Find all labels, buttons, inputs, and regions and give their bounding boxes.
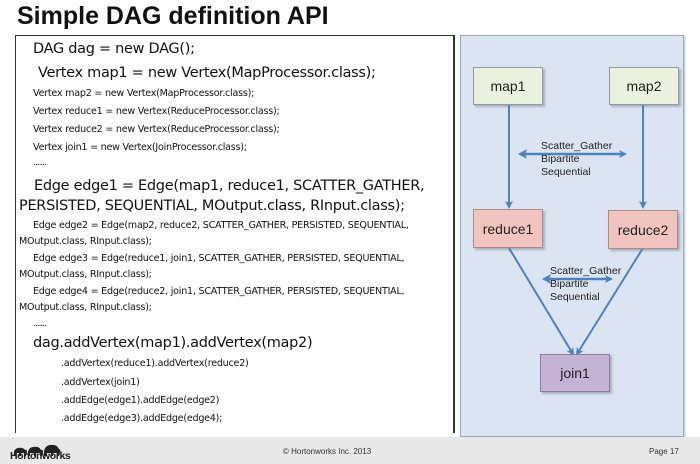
code-line-add-vertex-3: .addVertex(join1) [61, 377, 140, 388]
code-line-edge4-a: Edge edge4 = Edge(reduce2, join1, SCATTE… [33, 286, 405, 297]
node-map2: map2 [609, 67, 679, 105]
node-join1-label: join1 [560, 365, 590, 381]
node-reduce2-label: reduce2 [617, 221, 669, 238]
edge-label-top: Scatter_Gather Bipartite Sequential [541, 140, 612, 179]
footer-logo-text: Hortonworks [10, 450, 71, 462]
dag-edges [505, 104, 647, 356]
code-panel: DAG dag = new DAG(); Vertex map1 = new V… [15, 35, 455, 433]
footer-page-number: Page 17 [649, 447, 679, 456]
code-line-add-edge-1: .addEdge(edge1).addEdge(edge2) [61, 395, 220, 406]
code-line-add-vertex-1: dag.addVertex(map1).addVertex(map2) [33, 335, 313, 351]
code-line-edge3-b: MOutput.class, RInput.class); [19, 269, 152, 280]
code-ellipsis-1: ....... [33, 158, 47, 168]
code-line-vertex-join1: Vertex join1 = new Vertex(JoinProcessor.… [33, 142, 247, 153]
edge-reduce1-join1 [508, 247, 575, 356]
node-reduce2: reduce2 [608, 210, 678, 249]
code-ellipsis-2: ....... [33, 319, 47, 329]
edge-label-top-type: Bipartite [541, 153, 580, 165]
node-map1-label: map1 [490, 78, 526, 94]
code-line-add-vertex-2: .addVertex(reduce1).addVertex(reduce2) [61, 358, 249, 369]
hortonworks-elephants-logo-icon [13, 444, 61, 456]
code-line-vertex-map1: Vertex map1 = new Vertex(MapProcessor.cl… [38, 65, 376, 81]
node-map1: map1 [473, 67, 543, 105]
edge-label-bottom-pattern: Scatter_Gather [550, 265, 622, 277]
code-line-add-edge-2: .addEdge(edge3).addEdge(edge4); [61, 413, 223, 424]
edge-label-top-scheduling: Sequential [541, 166, 591, 178]
node-map2-label: map2 [626, 78, 662, 94]
code-line-edge2-a: Edge edge2 = Edge(map2, reduce2, SCATTER… [33, 220, 409, 231]
code-line-edge2-b: MOutput.class, RInput.class); [19, 236, 152, 247]
edge-label-bottom-type: Bipartite [550, 278, 589, 290]
dag-diagram-panel: map1 map2 reduce1 reduce2 join1 Scatter_… [460, 35, 684, 437]
code-line-edge3-a: Edge edge3 = Edge(reduce1, join1, SCATTE… [33, 253, 405, 264]
edge-reduce2-join1 [575, 247, 644, 356]
code-line-edge1-a: Edge edge1 = Edge(map1, reduce1, SCATTER… [34, 178, 425, 194]
code-line-vertex-map2: Vertex map2 = new Vertex(MapProcessor.cl… [33, 88, 255, 99]
slide-title: Simple DAG definition API [17, 2, 329, 30]
node-join1: join1 [540, 354, 610, 392]
code-line-vertex-reduce2: Vertex reduce2 = new Vertex(ReduceProces… [33, 124, 280, 135]
code-line-edge1-b: PERSISTED, SEQUENTIAL, MOutput.class, RI… [19, 198, 405, 214]
slide-footer [0, 437, 700, 464]
code-line-vertex-reduce1: Vertex reduce1 = new Vertex(ReduceProces… [33, 106, 280, 117]
footer-copyright: © Hortonworks Inc. 2013 [283, 447, 372, 456]
node-reduce1-label: reduce1 [482, 220, 534, 237]
node-reduce1: reduce1 [473, 209, 543, 248]
code-line-dag-decl: DAG dag = new DAG(); [33, 41, 195, 57]
code-line-edge4-b: MOutput.class, RInput.class); [19, 302, 152, 313]
edge-label-top-pattern: Scatter_Gather [541, 140, 613, 152]
edge-label-bottom: Scatter_Gather Bipartite Sequential [550, 265, 621, 304]
edge-label-bottom-scheduling: Sequential [550, 291, 600, 303]
